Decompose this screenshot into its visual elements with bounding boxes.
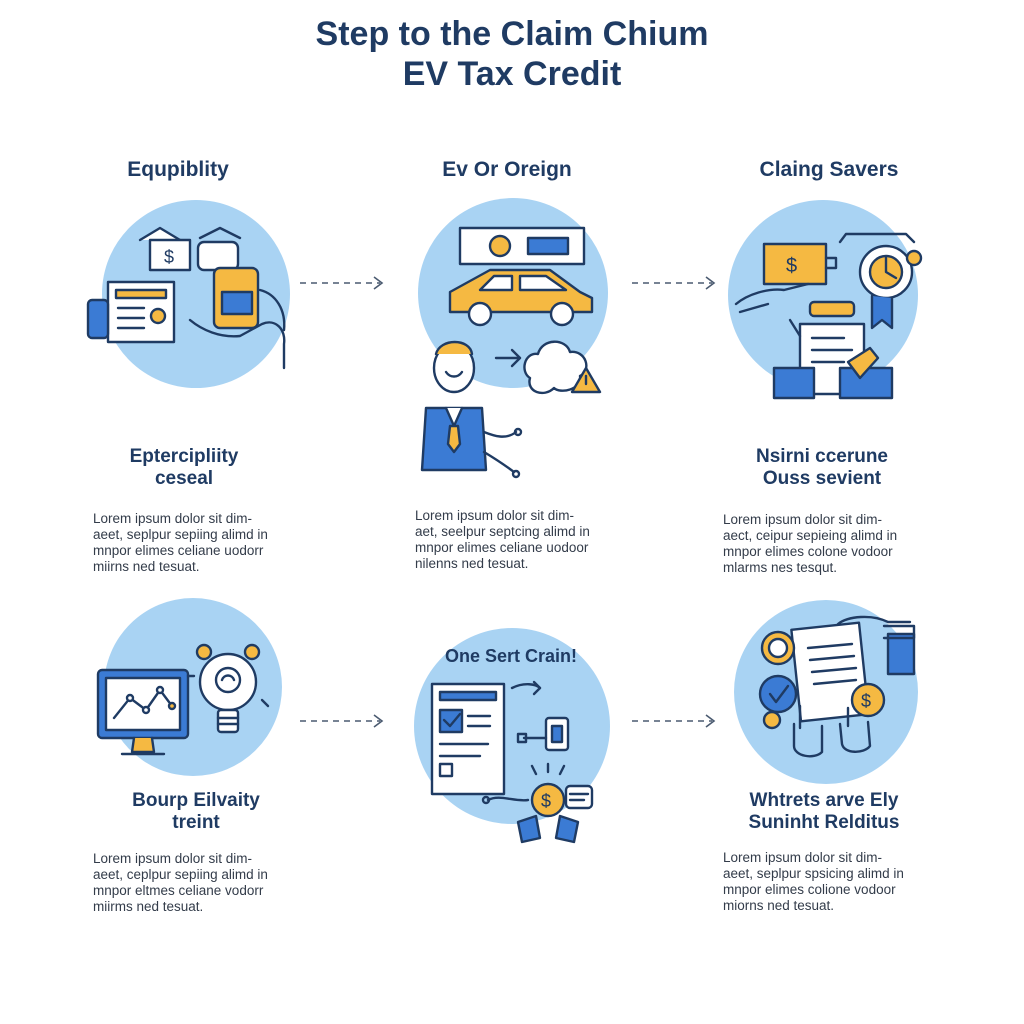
step-6-body-line: miorns ned tesuat. [723, 898, 835, 913]
step-2-body-line: Lorem ipsum dolor sit dim- [415, 508, 575, 523]
step-1-subheading-line-2: ceseal [154, 468, 214, 489]
arrow-right-icon [632, 714, 716, 728]
monitor-chart-icon [96, 643, 270, 756]
step-3-body-line: aect, ceipur sepieing alimd in [723, 528, 898, 543]
step-1-body: Lorem ipsum dolor sit dim- aeet, seplpur… [93, 511, 313, 575]
step-1-subheading-line-1: Eptercipliity [129, 446, 239, 467]
arrow-right-icon [632, 276, 716, 290]
step-6-subheading: Whtrets arve Ely Suninht Relditus [694, 790, 954, 834]
step-1-subheading: Eptercipliity ceseal [54, 446, 314, 490]
svg-text:$: $ [786, 255, 797, 277]
step-4-subheading-line-1: Bourp Eilvaity [132, 790, 260, 811]
step-3-subheading-line-2: Ouss sevient [762, 468, 882, 489]
step-3-body-line: mlarms nes tesqut. [723, 560, 838, 575]
step-4-body-line: mnpor eltmes celiane vodorr [93, 883, 264, 898]
arrow-right-icon [300, 714, 384, 728]
page-title: Step to the Claim Chium EV Tax Credit [0, 14, 1024, 94]
step-6-subheading-line-1: Whtrets arve Ely [749, 790, 899, 811]
title-line-2: EV Tax Credit [402, 55, 622, 93]
svg-text:$: $ [541, 791, 551, 811]
step-4-body-line: aeet, ceplpur sepiing alimd in [93, 867, 268, 882]
step-1-body-line: miirns ned tesuat. [93, 559, 200, 574]
step-4-subheading-line-2: treint [172, 812, 220, 833]
step-4-subheading: Bourp Eilvaity treint [66, 790, 326, 834]
step-2-body-line: mnpor elimes celiane uodoor [415, 540, 589, 555]
step-2-body: Lorem ipsum dolor sit dim- aet, seelpur … [415, 508, 635, 572]
step-6-subheading-line-2: Suninht Relditus [748, 812, 900, 833]
step-4-body-line: miirms ned tesuat. [93, 899, 204, 914]
step-6-body-line: aeet, seplpur spsicing alimd in [723, 866, 904, 881]
coin-approval-icon: $ [758, 615, 916, 758]
step-1-body-line: Lorem ipsum dolor sit dim- [93, 511, 253, 526]
step-1-body-line: aeet, seplpur sepiing alimd in [93, 527, 268, 542]
title-line-1: Step to the Claim Chium [315, 15, 709, 53]
step-3-heading: Claing Savers [759, 158, 899, 181]
arrow-right-icon [300, 276, 384, 290]
step-6-body: Lorem ipsum dolor sit dim- aeet, seplpur… [723, 850, 943, 914]
ev-car-icon [420, 226, 602, 479]
step-6-body-line: mnpor elimes colione vodoor [723, 882, 896, 897]
step-1-body-line: mnpor elimes celiane uodorr [93, 543, 264, 558]
step-5-label: One Sert Crain! [444, 646, 578, 666]
svg-text:$: $ [164, 247, 174, 267]
svg-text:$: $ [861, 691, 871, 711]
step-2-body-line: nilenns ned tesuat. [415, 556, 529, 571]
step-3-body-line: mnpor elimes colone vodoor [723, 544, 893, 559]
step-3-body-line: Lorem ipsum dolor sit dim- [723, 512, 883, 527]
step-3-subheading: Nsirni ccerune Ouss sevient [692, 446, 952, 490]
step-2-heading: Ev Or Oreign [442, 158, 572, 181]
step-6-body-line: Lorem ipsum dolor sit dim- [723, 850, 883, 865]
step-3-body: Lorem ipsum dolor sit dim- aect, ceipur … [723, 512, 943, 576]
step-4-body-line: Lorem ipsum dolor sit dim- [93, 851, 253, 866]
step-2-body-line: aet, seelpur septcing alimd in [415, 524, 590, 539]
step-4-body: Lorem ipsum dolor sit dim- aeet, ceplpur… [93, 851, 313, 915]
money-document-icon: $ [86, 226, 286, 370]
step-1-heading: Equpiblity [127, 158, 229, 181]
step-3-subheading-line-1: Nsirni ccerune [756, 446, 888, 467]
calculator-savings-icon: $ [734, 232, 923, 400]
form-checklist-icon: $ [430, 680, 594, 844]
